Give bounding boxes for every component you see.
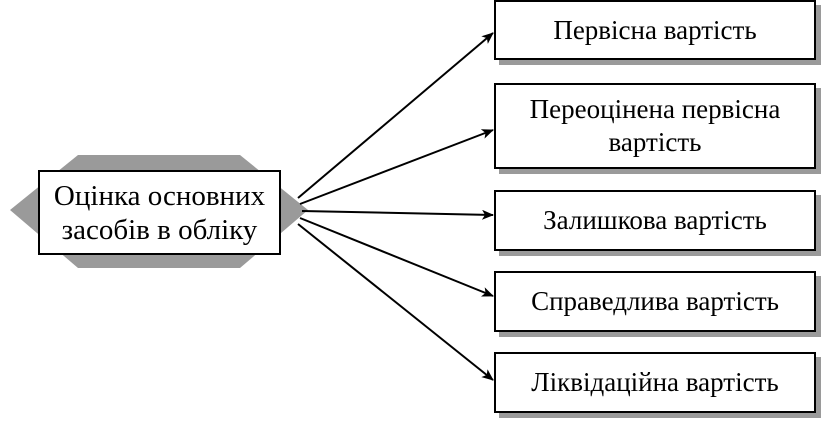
arrow-to-likvidatsiina (297, 223, 494, 381)
center-node-label: Оцінка основних засобів в обліку (53, 179, 266, 246)
node-likvidatsiina-vartist: Ліквідаційна вартість (494, 352, 816, 413)
center-node: Оцінка основних засобів в обліку (38, 170, 281, 255)
arrow-to-zalyshkova (301, 209, 494, 220)
node-label: Переоцінена первісна вартість (529, 94, 781, 157)
node-label: Первісна вартість (553, 14, 757, 45)
node-label: Ліквідаційна вартість (531, 367, 779, 397)
node-spravedlyva-vartist: Справедлива вартість (494, 271, 816, 332)
arrow-to-spravedlyva (299, 217, 494, 297)
node-pereotsinena-pervisna-vartist: Переоцінена первісна вартість (494, 83, 816, 169)
node-label: Справедлива вартість (531, 286, 779, 316)
node-zalyshkova-vartist: Залишкова вартість (494, 190, 816, 251)
node-label: Залишкова вартість (543, 205, 767, 235)
arrow-to-pereotsinena (299, 129, 494, 205)
arrow-to-pervisna (297, 32, 494, 199)
node-pervisna-vartist: Первісна вартість (494, 0, 816, 60)
